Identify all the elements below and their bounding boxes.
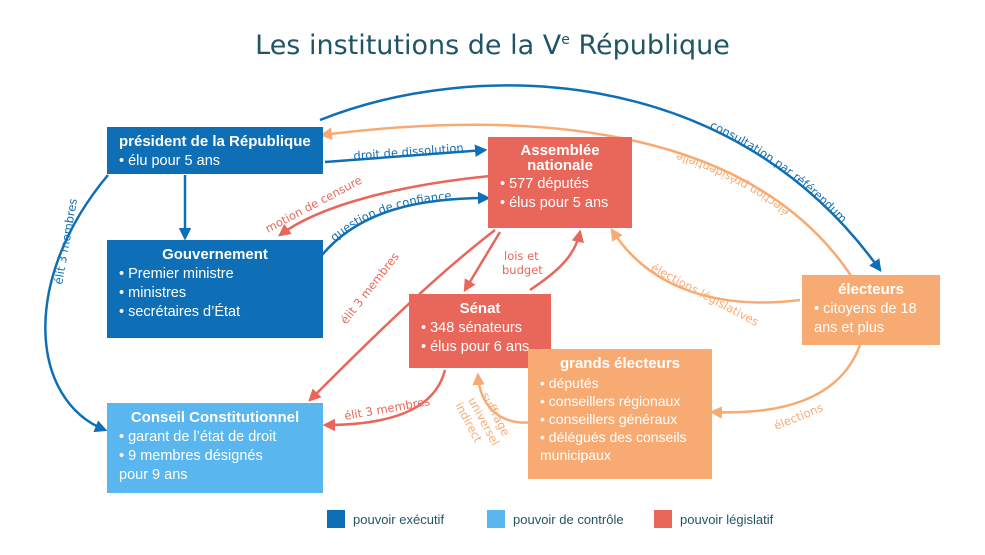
elections-arrow: [710, 343, 862, 414]
conseil-box: Conseil Constitutionnel garant de l’état…: [107, 403, 323, 493]
gouvernement-box: Gouvernement Premier ministre ministres …: [107, 240, 323, 338]
grands-electeurs-item: conseillers généraux: [540, 410, 700, 428]
senat-item: 348 sénateurs: [421, 319, 539, 338]
conseil-title: Conseil Constitutionnel: [130, 409, 300, 426]
label-lois-2: budget: [502, 263, 543, 277]
label-elit-president: élit 3 membres: [51, 197, 80, 285]
label-elit-assemblee: élit 3 membres: [337, 250, 402, 327]
assemblee-item: élus pour 5 ans: [500, 194, 620, 213]
president-item: élu pour 5 ans: [119, 152, 311, 171]
gouvernement-item: secrétaires d’État: [119, 303, 311, 322]
label-dissolution: droit de dissolution: [353, 141, 464, 163]
senat-title: Sénat: [459, 300, 501, 317]
label-confiance: question de confiance: [327, 188, 452, 244]
gouvernement-item: Premier ministre: [119, 265, 311, 284]
electeurs-box: électeurs citoyens de 18 ans et plus: [802, 275, 940, 345]
grands-electeurs-item: conseillers régionaux: [540, 392, 700, 410]
legend-legislatif: pouvoir législatif: [654, 510, 773, 528]
gouvernement-title: Gouvernement: [162, 246, 268, 263]
president-box: président de la République élu pour 5 an…: [107, 127, 323, 174]
gouvernement-item: ministres: [119, 284, 311, 303]
grands-electeurs-box: grands électeurs députés conseillers rég…: [528, 349, 712, 479]
senat-box: Sénat 348 sénateurs élus pour 6 ans: [409, 294, 551, 368]
conseil-item: garant de l’état de droit: [119, 428, 311, 447]
conseil-item: 9 membres désignés pour 9 ans: [119, 447, 311, 485]
president-title: président de la République: [119, 133, 311, 150]
legend-executif: pouvoir exécutif: [327, 510, 444, 528]
assemblee-item: 577 députés: [500, 175, 620, 194]
electeurs-item: citoyens de 18 ans et plus: [814, 300, 928, 338]
label-lois-1: lois et: [504, 249, 539, 263]
legend-controle-swatch: [487, 510, 505, 528]
legend-controle: pouvoir de contrôle: [487, 510, 624, 528]
legend-executif-swatch: [327, 510, 345, 528]
label-elections: élections: [772, 400, 825, 432]
grands-electeurs-title: grands électeurs: [559, 355, 681, 372]
electeurs-title: électeurs: [838, 281, 904, 298]
senat-item: élus pour 6 ans: [421, 338, 539, 357]
legend-legislatif-swatch: [654, 510, 672, 528]
page-title: Les institutions de la Ve République: [255, 30, 730, 61]
grands-electeurs-item: députés: [540, 374, 700, 392]
grands-electeurs-item: délégués des conseils municipaux: [540, 428, 700, 464]
label-legislatives: élections législatives: [649, 260, 761, 329]
